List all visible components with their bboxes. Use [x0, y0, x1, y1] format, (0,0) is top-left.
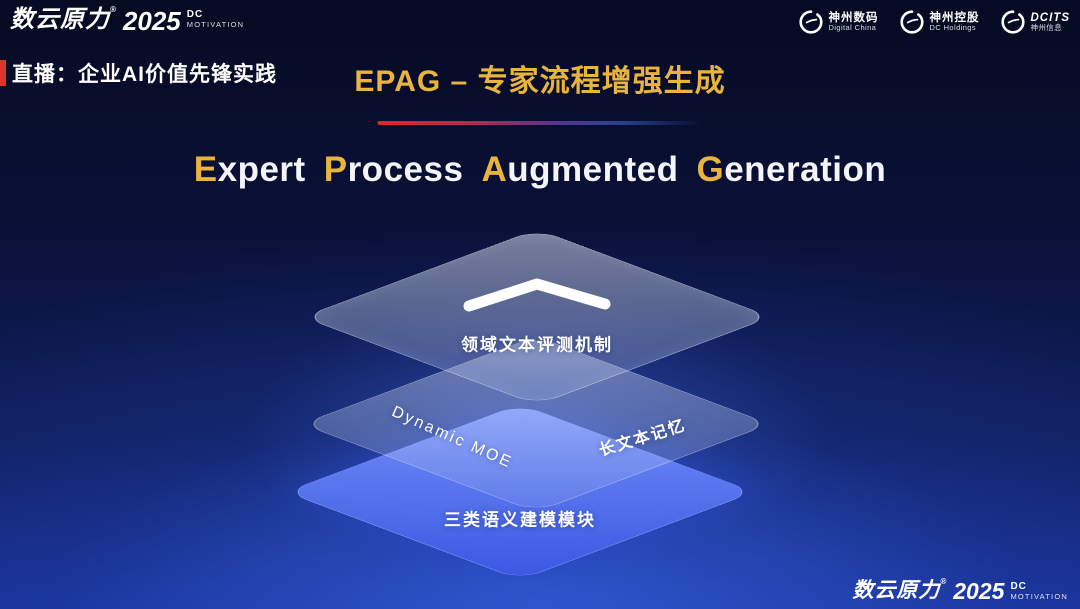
- partner-logos: 神州数码 Digital China 神州控股 DC Holdings DCIT…: [798, 9, 1071, 35]
- top-layer-label: 领域文本评测机制: [461, 335, 613, 355]
- brand-dc-motivation: DC MOTIVATION: [186, 9, 245, 29]
- live-stream-label: 直播：企业AI价值先锋实践: [12, 63, 277, 86]
- logo-dcits: DCITS 神州信息: [1000, 9, 1071, 35]
- subtitle-word: Expert: [193, 150, 306, 189]
- registered-mark: ®: [940, 577, 948, 586]
- partner-subtitle: DC Holdings: [929, 23, 976, 33]
- brand-dc-motivation: DC MOTIVATION: [1010, 581, 1068, 601]
- live-accent-bar: [0, 60, 6, 86]
- slide-title: EPAG – 专家流程增强生成: [354, 65, 726, 98]
- slide-subtitle: Expert Process Augmented Generation: [0, 150, 1080, 190]
- partner-subtitle: 神州信息: [1030, 23, 1063, 33]
- subtitle-word: Generation: [696, 150, 887, 189]
- subtitle-word: Process: [323, 150, 464, 189]
- swirl-icon: [1000, 10, 1025, 34]
- logo-dc-holdings: 神州控股 DC Holdings: [899, 9, 980, 35]
- registered-mark: ®: [110, 5, 117, 14]
- swirl-icon: [798, 10, 823, 34]
- gradient-divider: [377, 121, 703, 125]
- partner-name: 神州控股: [929, 11, 980, 24]
- brand-wordmark: 数云原力®: [10, 5, 117, 33]
- partner-subtitle: Digital China: [828, 23, 877, 33]
- partner-name: 神州数码: [828, 11, 879, 24]
- chevron-up-icon: [463, 278, 611, 312]
- subtitle-word: Augmented: [481, 150, 679, 189]
- brand-logo-bottom-right: 数云原力® 2025 DC MOTIVATION: [852, 577, 1068, 604]
- partner-name: DCITS: [1030, 11, 1070, 24]
- logo-digital-china: 神州数码 Digital China: [798, 9, 879, 35]
- brand-year: 2025: [122, 6, 181, 36]
- brand-year: 2025: [953, 578, 1005, 604]
- brand-wordmark: 数云原力®: [852, 577, 948, 602]
- bottom-layer-label: 三类语义建模模块: [444, 510, 596, 530]
- brand-logo-top-left: 数云原力® 2025 DC MOTIVATION: [10, 5, 245, 36]
- swirl-icon: [899, 10, 924, 34]
